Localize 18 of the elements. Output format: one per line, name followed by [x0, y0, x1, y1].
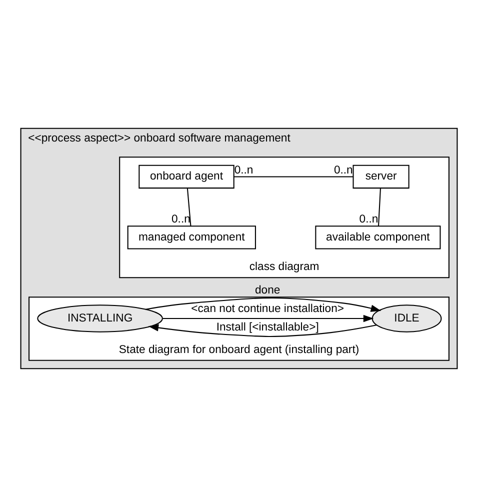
connector [234, 176, 354, 178]
label: 0..n [359, 214, 378, 226]
label: 0..n [172, 214, 190, 226]
connector [378, 188, 381, 226]
node-box: available component [315, 226, 441, 250]
edge-label: Install [<installable>] [216, 322, 319, 334]
edge-label: <can not continue installation> [191, 303, 344, 316]
node-box: managed component [127, 226, 256, 250]
label: 0..n [334, 164, 353, 176]
arrow [162, 314, 374, 322]
node-box: server [352, 164, 410, 189]
arrow [145, 298, 382, 312]
arrow [148, 324, 378, 337]
node-ellipse: IDLE [372, 304, 442, 332]
connector [186, 188, 192, 226]
edge-label: done [255, 284, 280, 297]
node-box: onboard agent [138, 164, 234, 189]
label: 0..n [234, 164, 254, 176]
